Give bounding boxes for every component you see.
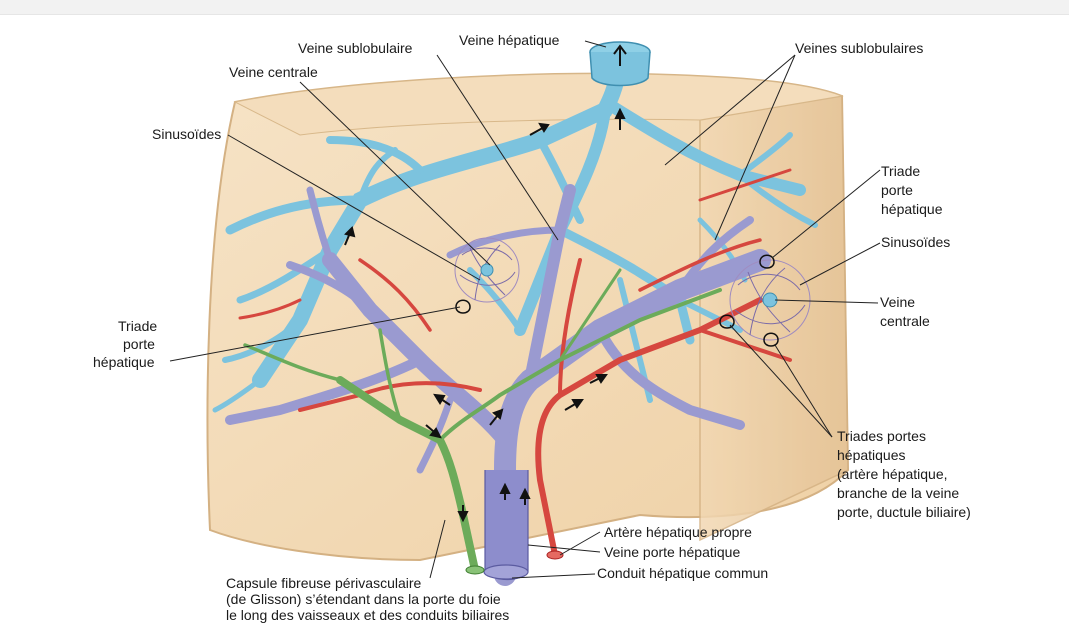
label-veines-sublobulaires: Veines sublobulaires [795, 40, 923, 56]
bile-duct-end [466, 566, 484, 574]
label-capsule-2: (de Glisson) s’étendant dans la porte du… [226, 591, 501, 607]
label-sinusoides-left: Sinusoïdes [152, 126, 221, 142]
label-veine-porte-hepatique: Veine porte hépatique [604, 544, 740, 560]
label-triade-right-3: hépatique [881, 201, 943, 217]
label-veine-centrale-right-1: Veine [880, 294, 915, 310]
label-veine-centrale-right-2: centrale [880, 313, 930, 329]
label-triade-left-2: porte [123, 336, 155, 352]
label-triades-portes-1: Triades portes [837, 428, 926, 444]
label-triade-left-3: hépatique [93, 354, 155, 370]
label-triade-right-2: porte [881, 182, 913, 198]
label-sinusoides-right: Sinusoïdes [881, 234, 950, 250]
label-veine-hepatique: Veine hépatique [459, 32, 560, 48]
label-triade-left-1: Triade [118, 318, 157, 334]
label-triade-right-1: Triade [881, 163, 920, 179]
label-capsule-1: Capsule fibreuse périvasculaire [226, 575, 422, 591]
label-triades-portes-3: (artère hépatique, [837, 466, 948, 482]
label-veine-sublobulaire: Veine sublobulaire [298, 40, 413, 56]
label-artere-hepatique-propre: Artère hépatique propre [604, 524, 752, 540]
label-triades-portes-2: hépatiques [837, 447, 906, 463]
label-veine-centrale-top: Veine centrale [229, 64, 318, 80]
label-triades-portes-4: branche de la veine [837, 485, 959, 501]
hepatic-vein-outlet [590, 42, 650, 86]
label-capsule-3: le long des vaisseaux et des conduits bi… [226, 607, 509, 623]
label-triades-portes-5: porte, ductule biliaire) [837, 504, 971, 520]
label-conduit-hepatique-commun: Conduit hépatique commun [597, 565, 768, 581]
